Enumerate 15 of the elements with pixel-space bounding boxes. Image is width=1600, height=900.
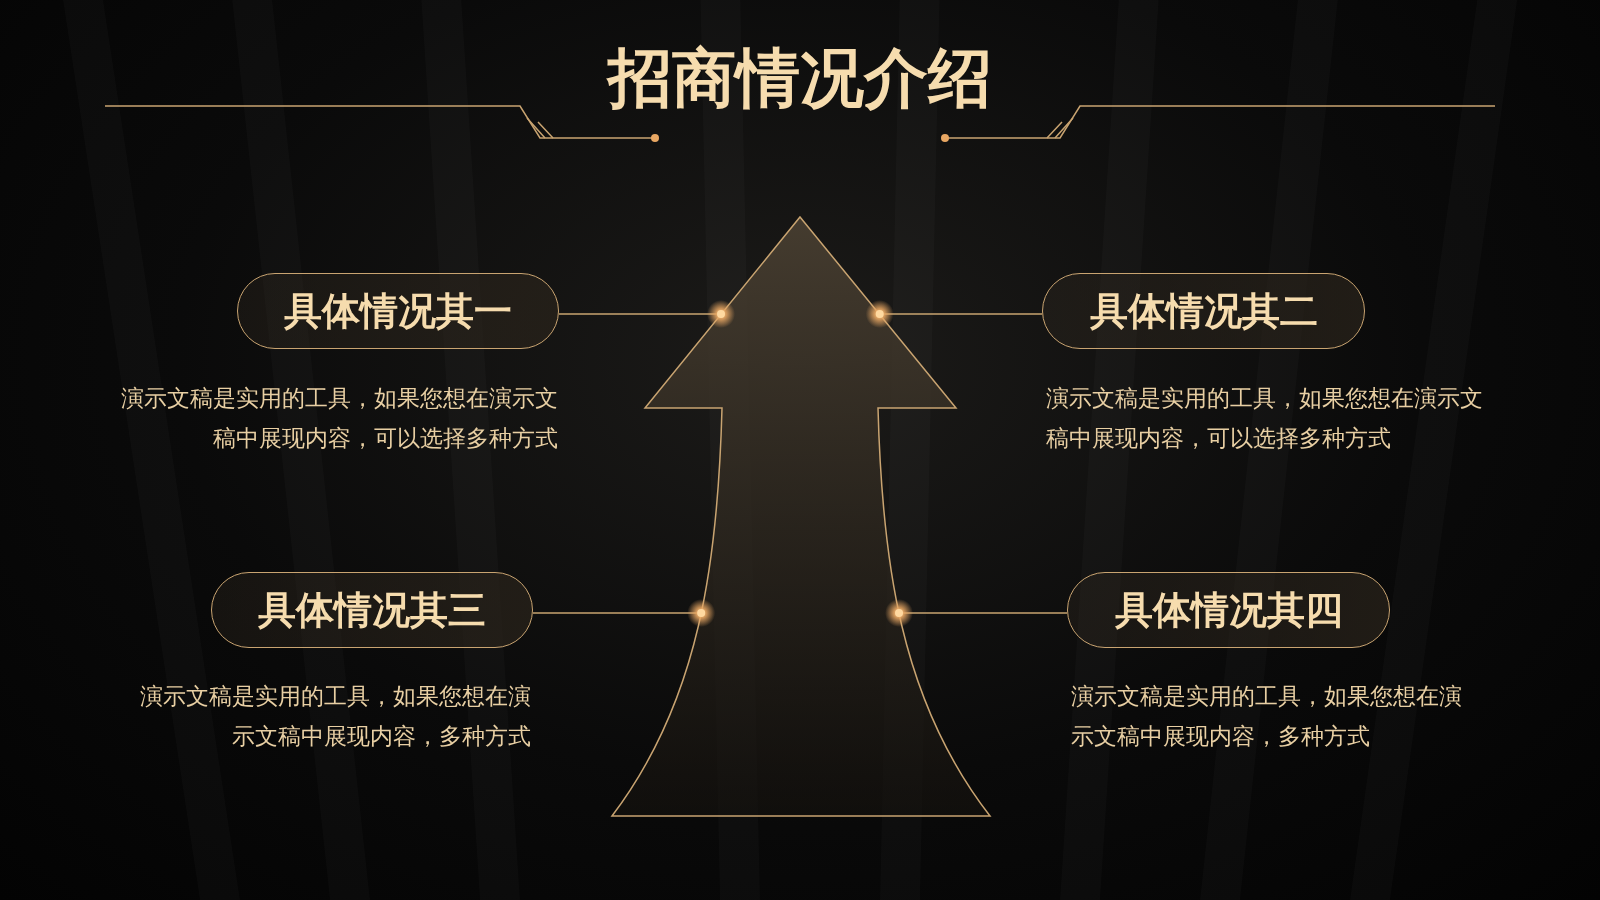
pill-heading: 具体情况其三 <box>258 586 486 634</box>
leader-line <box>532 599 716 627</box>
title-pill <box>1067 572 1390 648</box>
pill-heading: 具体情况其二 <box>1089 287 1318 335</box>
description-text: 演示文稿是实用的工具，如果您想在演示文稿中展现内容，多种方式 <box>139 682 531 751</box>
description-text: 演示文稿是实用的工具，如果您想在演示文稿中展现内容，多种方式 <box>1071 682 1463 751</box>
leader-line <box>865 300 1043 328</box>
title: 招商情况介绍 <box>605 40 993 117</box>
arrow-shape <box>611 216 991 817</box>
leader-line <box>558 300 736 328</box>
description-text: 演示文稿是实用的工具，如果您想在演示文稿中展现内容，可以选择多种方式 <box>120 384 558 453</box>
leader-line <box>885 599 1068 627</box>
description-text: 演示文稿是实用的工具，如果您想在演示文稿中展现内容，可以选择多种方式 <box>1046 384 1484 453</box>
pill-heading: 具体情况其一 <box>284 287 512 335</box>
pill-heading: 具体情况其四 <box>1114 586 1343 634</box>
